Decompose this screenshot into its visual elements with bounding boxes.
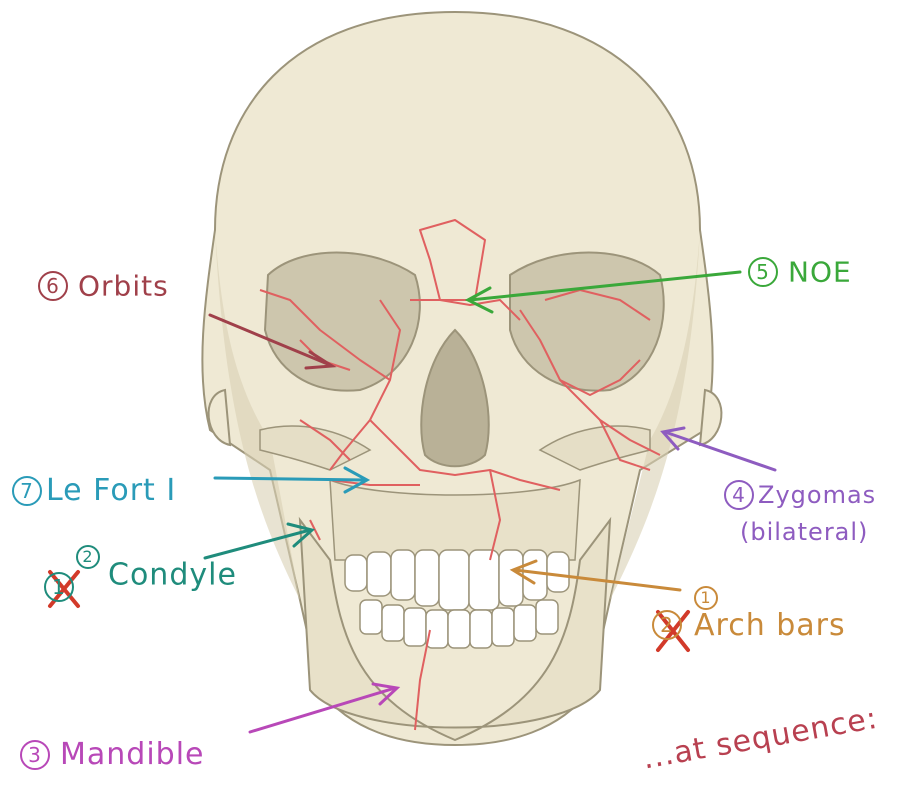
text-orbits: Orbits [78,270,169,303]
label-mandible: 3 Mandible [20,736,205,772]
label-condyle: 12Condyle [44,548,237,602]
number-orbits: 6 [38,271,68,301]
text-condyle: Condyle [108,558,237,593]
text-mandible: Mandible [60,737,205,772]
label-noe: 5 NOE [748,254,852,289]
text-lefort: Le Fort I [46,473,176,508]
text-zygomas: Zygomas [758,481,876,509]
number-archbars-old: 2 [652,610,682,640]
text-zygomas-sub: (bilateral) [740,518,876,546]
number-noe: 5 [748,257,778,287]
number-condyle: 2 [76,545,100,569]
arrow-lefort [215,478,365,480]
number-lefort: 7 [12,476,42,506]
arrow-zygomas [665,432,775,470]
number-archbars: 1 [694,586,718,610]
number-condyle-old: 1 [44,572,74,602]
label-orbits: 6 Orbits [38,268,169,303]
number-mandible: 3 [20,740,50,770]
text-archbars: Arch bars [694,608,846,643]
text-noe: NOE [788,256,852,289]
number-zygomas: 4 [724,480,754,510]
